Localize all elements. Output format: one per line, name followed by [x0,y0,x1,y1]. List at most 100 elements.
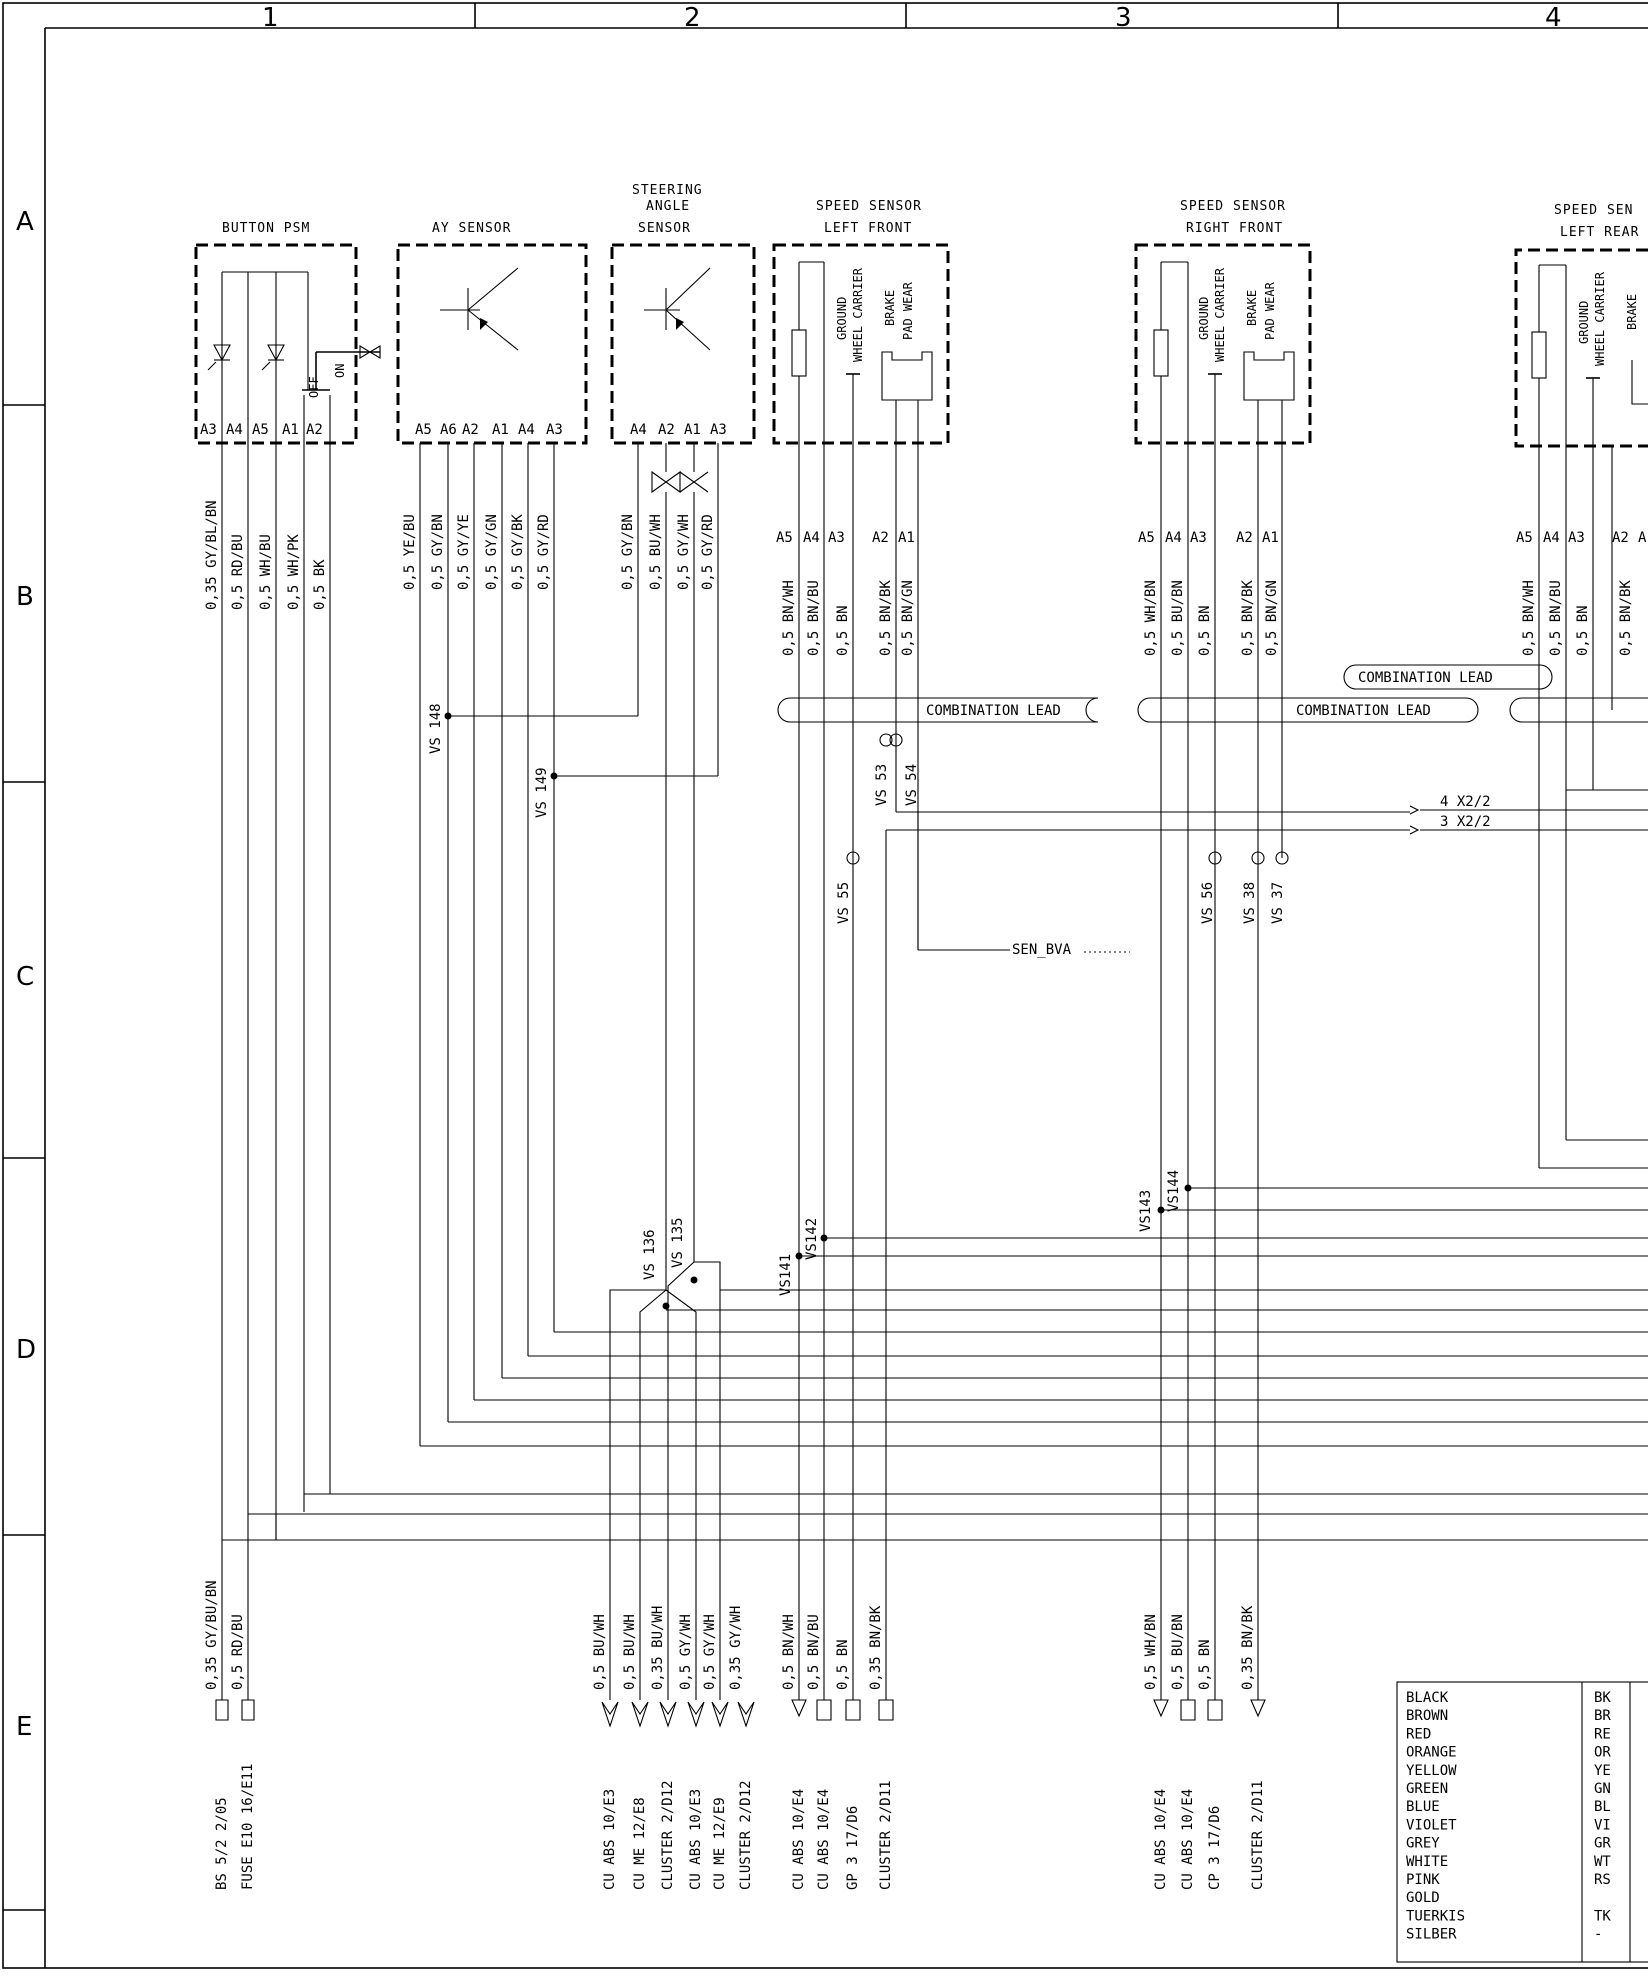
wire-label: 0,5 BU/WH [592,1614,608,1690]
wire-label: 0,35 GY/BU/BN [204,1580,220,1690]
bottom-wire-labels: 0,35 GY/BU/BN 0,5 RD/BU 0,5 BU/WH 0,5 BU… [204,1580,1256,1690]
grid-row-labels: A B C D E [16,207,36,1742]
wires-button-psm [221,443,1648,1700]
button-psm-pin: A4 [226,422,243,438]
wire-label: 0,5 BN/BU [1548,580,1564,656]
speed-lf-ground-label: GROUND [835,297,849,340]
wire-label: 0,5 BU/BN [1170,1614,1186,1690]
legend-color-name: VIOLET [1406,1817,1457,1833]
terminal-label: CU ABS 10/E4 [1153,1789,1169,1890]
splice-label: VS143 [1138,1190,1154,1232]
speed-lf-pad-label: PAD WEAR [901,281,915,340]
wire-label: 0,5 BN [1197,605,1213,656]
legend-color-code: RE [1594,1726,1611,1742]
splice-label: VS 55 [836,882,852,924]
wire-label: 0,5 GY/BN [430,514,446,590]
steering-pin: A3 [710,422,727,438]
legend-color-code: BK [1594,1690,1611,1706]
speed-lr-pin: A3 [1568,530,1585,546]
legend-color-name: WHITE [1406,1854,1448,1870]
wire-label: 0,5 BN/GN [900,580,916,656]
wire-label: 0,5 WH/BN [1143,580,1159,656]
wire-label: 0,5 BN/BU [806,1614,822,1690]
speed-rf-pad-label: PAD WEAR [1263,281,1277,340]
splice-label: VS 56 [1200,882,1216,924]
steering-title-2: ANGLE [646,199,690,214]
legend-color-code: TK [1594,1908,1611,1924]
component-speed-sensor-right-front: SPEED SENSOR RIGHT FRONT GROUND WHEEL CA… [1134,199,1312,445]
wire-label: 0,5 GY/RD [536,514,552,590]
ay-sensor-pin: A4 [518,422,535,438]
speed-lr-pin: A4 [1543,530,1560,546]
wires-steering [609,443,1648,1700]
speed-rf-pin: A5 [1138,530,1155,546]
speed-rf-title-2: RIGHT FRONT [1186,221,1283,236]
splice-label: VS 54 [904,764,920,806]
legend-color-code: OR [1594,1745,1611,1761]
wire-label: 0,5 BN/GN [1264,580,1280,656]
sen-bva-label: SEN_BVA [1012,942,1072,958]
splice-label: VS 148 [428,703,444,754]
legend-color-code: YE [1594,1763,1611,1779]
legend-color-name: YELLOW [1406,1763,1457,1779]
grid-row-e: E [16,1712,32,1742]
wire-label: 0,5 WH/BU [258,534,274,610]
legend-color-name: RED [1406,1726,1431,1742]
legend-color-name: SILBER [1406,1927,1457,1943]
splice-label: VS 135 [670,1217,686,1268]
terminal-label: CU ABS 10/E3 [688,1789,704,1890]
wire-label: 0,5 BN/BK [1240,580,1256,656]
steering-pin: A1 [684,422,701,438]
button-psm-pin: A3 [200,422,217,438]
wires-speed-rf [1157,443,1648,1700]
wire-label: 0,5 BN/BK [1618,580,1634,656]
wire-label: 0,5 BN/BU [806,580,822,656]
wire-label: 0,5 BN/WH [781,1614,797,1690]
legend-color-name: ORANGE [1406,1745,1457,1761]
splice-label: VS 53 [874,764,890,806]
wire-label: 0,35 BN/BK [868,1605,884,1690]
wire-label: 0,5 RD/BU [230,534,246,610]
wire-label: 0,35 BU/WH [650,1606,666,1690]
legend-color-code: WT [1594,1854,1611,1870]
speed-lf-pin: A1 [898,530,915,546]
legend-color-code: GR [1594,1836,1611,1852]
terminal-label: CU ABS 10/E4 [816,1789,832,1890]
legend-color-name: GREEN [1406,1781,1448,1797]
speed-lf-brake-label: BRAKE [883,290,897,326]
ay-sensor-pin: A5 [415,422,432,438]
terminal-destinations: BS 5/2 2/05 FUSE E10 16/E11 CU ABS 10/E3… [214,1764,1266,1890]
speed-rf-ground-label: GROUND [1197,297,1211,340]
speed-rf-pin: A3 [1190,530,1207,546]
wire-label: 0,5 BU/BN [1170,580,1186,656]
top-wire-labels: 0,35 GY/BL/BN 0,5 RD/BU 0,5 WH/BU 0,5 WH… [204,500,1634,656]
wire-label: 0,5 BU/WH [648,514,664,590]
terminal-label: CU ABS 10/E4 [791,1789,807,1890]
button-psm-pin: A1 [282,422,299,438]
speed-lr-pin: A5 [1516,530,1533,546]
wire-label: 0,5 YE/BU [402,514,418,590]
wire-label: 0,5 RD/BU [230,1614,246,1690]
x22-connector-label: 3 X2/2 [1440,814,1491,830]
ay-sensor-pin: A6 [440,422,457,438]
terminal-symbols [215,1699,1266,1728]
wire-label: 0,5 WH/BN [1143,1614,1159,1690]
grid-row-c: C [16,962,34,992]
terminal-label: CU ABS 10/E4 [1180,1789,1196,1890]
speed-rf-pin: A1 [1262,530,1279,546]
splice-label: VS 38 [1242,882,1258,924]
grid-col-4: 4 [1545,3,1562,33]
combination-lead-label: COMBINATION LEAD [1358,670,1493,686]
combination-leads: COMBINATION LEAD COMBINATION LEAD COMBIN… [777,664,1648,723]
splice-label: VS144 [1166,1170,1182,1212]
legend-color-name: BROWN [1406,1708,1448,1724]
legend-color-code: RS [1594,1872,1611,1888]
ay-sensor-pin: A1 [492,422,509,438]
splice-label: VS142 [804,1218,820,1260]
speed-lr-title-2: LEFT REAR [1560,225,1639,240]
wire-label: 0,5 GY/WH [678,1614,694,1690]
speed-lr-pin: A [1638,530,1647,546]
wire-label: 0,5 GY/BK [510,514,526,590]
